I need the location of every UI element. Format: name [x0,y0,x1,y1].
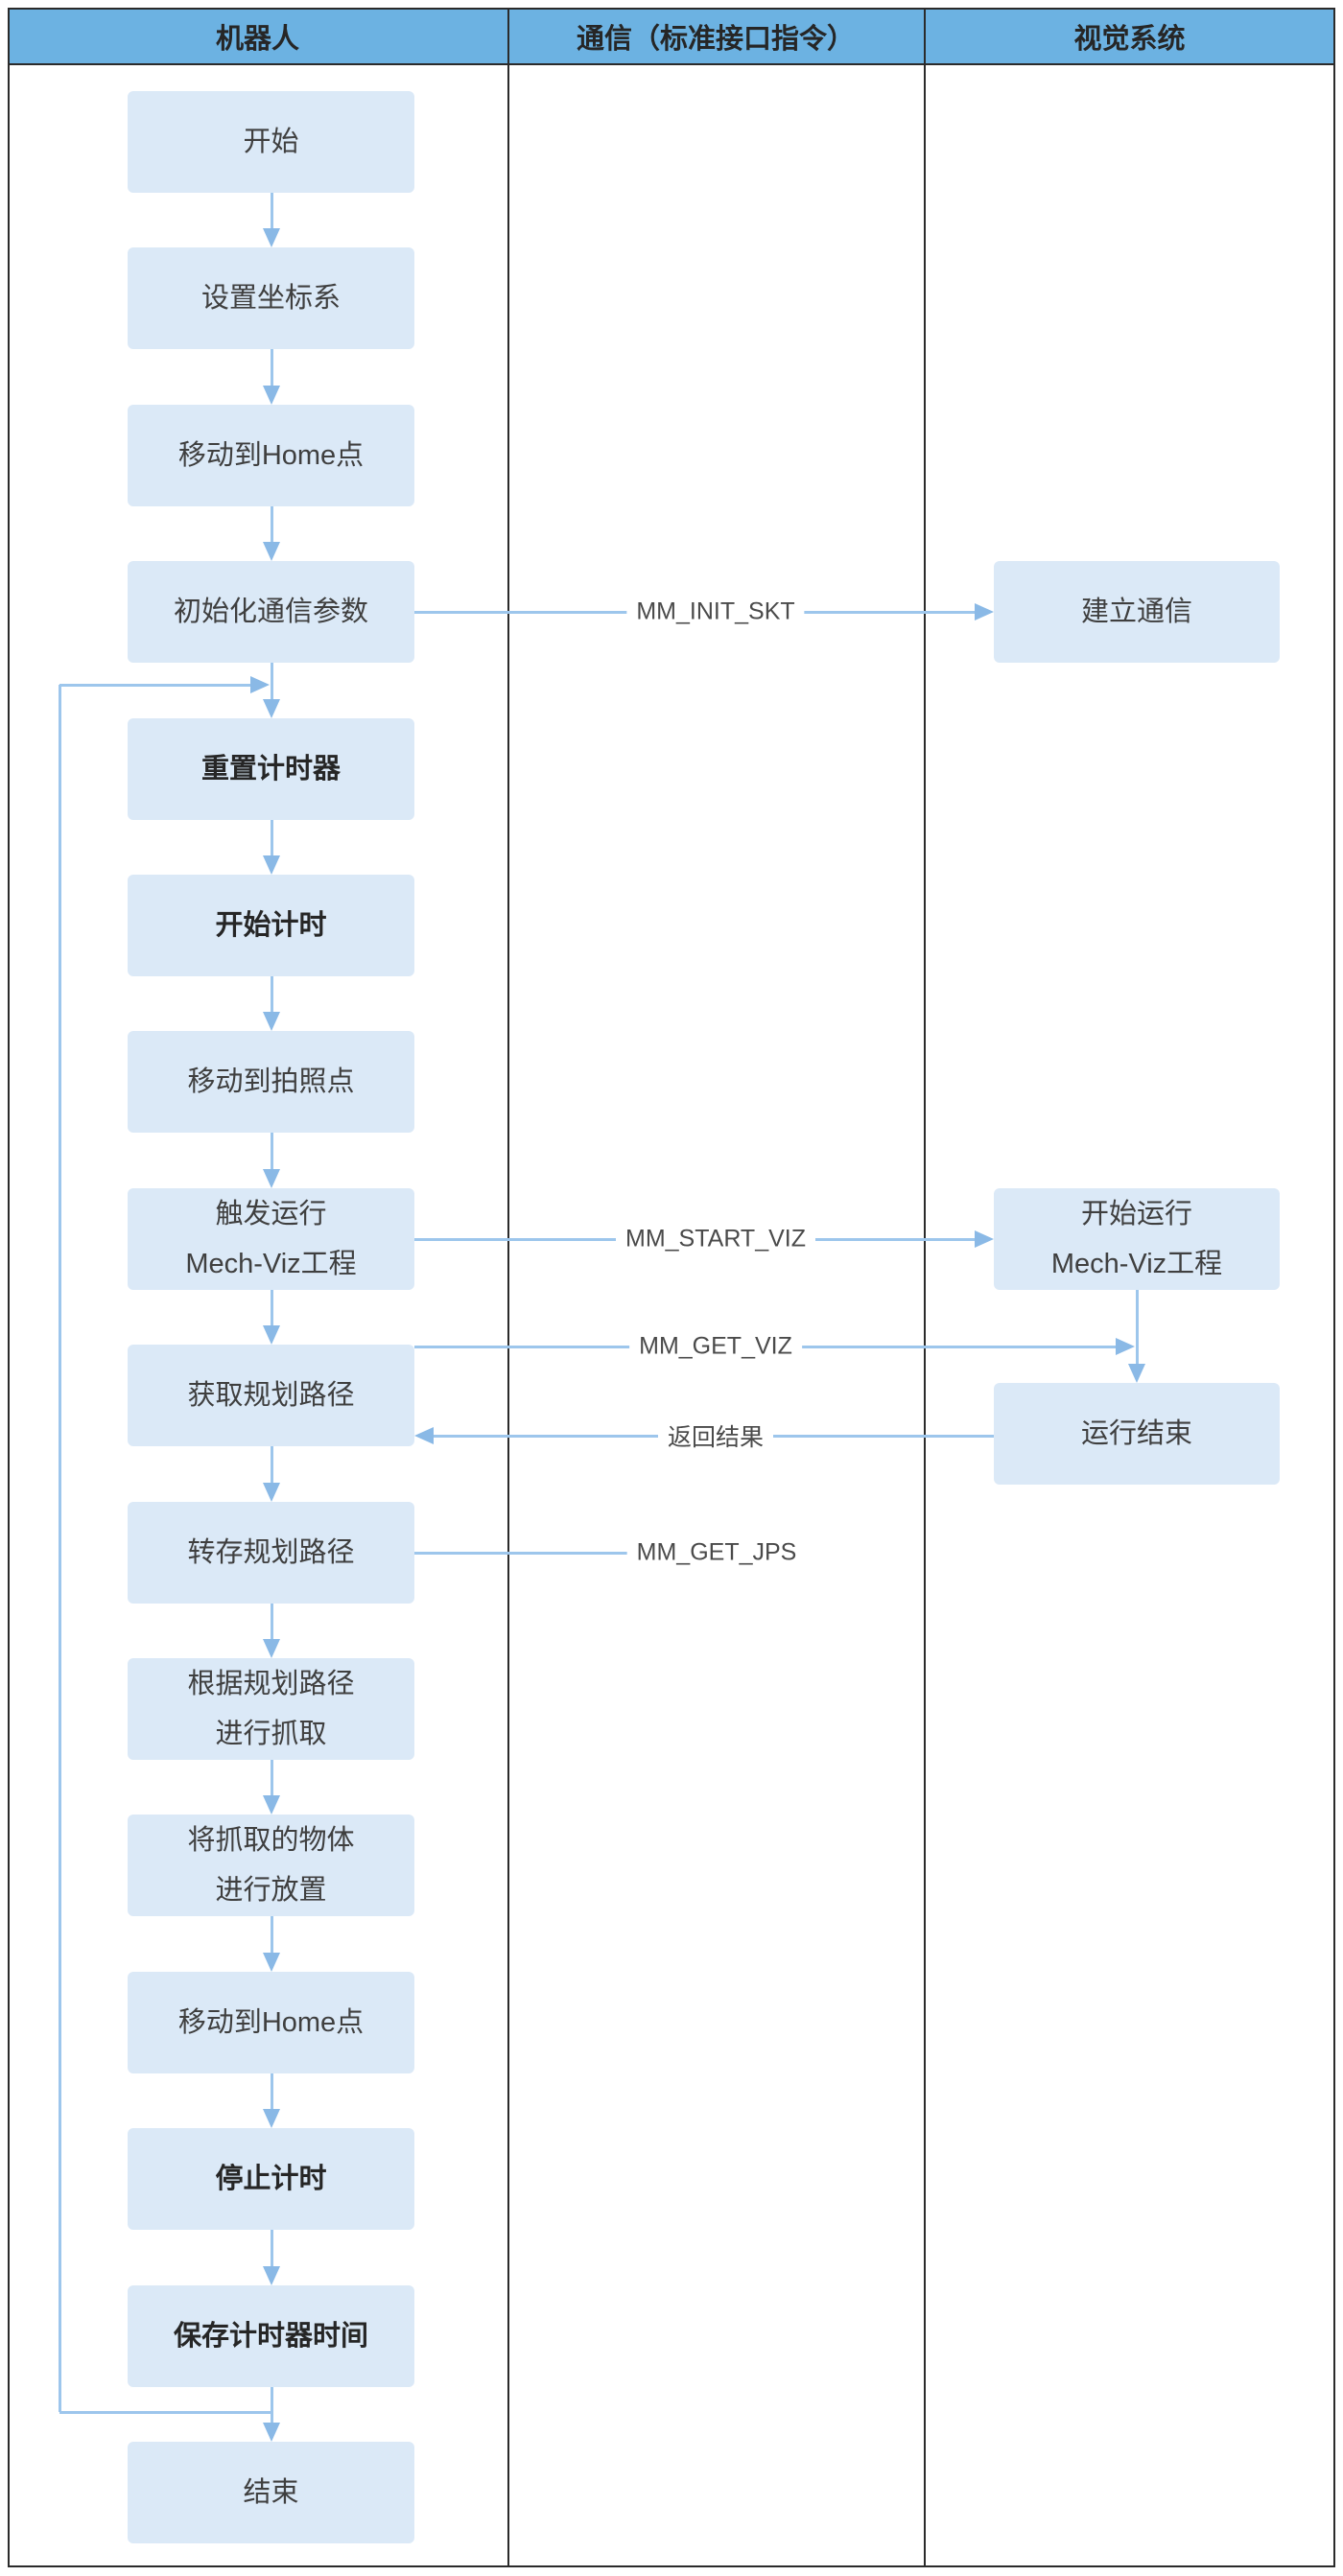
arrowhead-right-icon [250,676,270,693]
arrowhead-down-icon [1128,1364,1145,1383]
flow-line-vertical [270,349,273,387]
loopback-line-top [59,683,250,687]
flow-line-vertical [270,1133,273,1171]
arrowhead-left-icon [414,1427,434,1444]
diagram-outer-border [8,8,1335,2567]
arrowhead-right-icon [975,603,994,621]
flow-line-vertical [270,2387,273,2424]
msg-line-mm-get-jps [414,1551,806,1555]
flow-line-vertical [270,2073,273,2111]
step-move-to-photo-point: 移动到拍照点 [128,1031,414,1133]
step-start-timer: 开始计时 [128,875,414,976]
flow-line-vertical [270,1604,273,1641]
msg-mm-get-jps: MM_GET_JPS [626,1538,807,1567]
vision-run-finished: 运行结束 [994,1383,1280,1485]
arrowhead-down-icon [263,228,280,247]
msg-mm-start-viz: MM_START_VIZ [616,1225,815,1253]
msg-mm-get-viz: MM_GET_VIZ [629,1332,802,1361]
step-init-comm-params: 初始化通信参数 [128,561,414,663]
flow-line-vertical [270,506,273,544]
arrowhead-down-icon [263,542,280,561]
msg-mm-init-skt: MM_INIT_SKT [626,597,805,626]
arrowhead-right-icon [1116,1338,1135,1355]
flow-line-vertical [270,820,273,857]
step-reset-timer: 重置计时器 [128,718,414,820]
flow-line-vertical [1135,1290,1139,1366]
step-place-picked-object: 将抓取的物体 进行放置 [128,1815,414,1916]
arrowhead-down-icon [263,2109,280,2128]
lane-separator-1 [507,8,509,2567]
arrowhead-down-icon [263,1483,280,1502]
arrowhead-right-icon [975,1230,994,1248]
arrowhead-down-icon [263,1953,280,1972]
arrowhead-down-icon [263,386,280,405]
flow-line-vertical [270,663,273,701]
arrowhead-down-icon [263,855,280,875]
step-store-planned-path: 转存规划路径 [128,1502,414,1604]
arrowhead-down-icon [263,699,280,718]
loopback-line-left [58,685,61,2412]
msg-return-result: 返回结果 [657,1418,774,1453]
flow-line-vertical [270,1916,273,1955]
flow-line-vertical [270,1760,273,1797]
arrowhead-down-icon [263,1012,280,1031]
lane-header-communication: 通信（标准接口指令） [507,10,924,65]
flow-line-vertical [270,2230,273,2268]
step-save-timer-time: 保存计时器时间 [128,2285,414,2387]
arrowhead-down-icon [263,1325,280,1345]
vision-start-mech-viz: 开始运行 Mech-Viz工程 [994,1188,1280,1290]
step-end: 结束 [128,2442,414,2543]
flow-line-vertical [270,976,273,1014]
step-stop-timer: 停止计时 [128,2128,414,2230]
arrowhead-down-icon [263,2423,280,2442]
flow-line-vertical [270,1446,273,1485]
arrowhead-down-icon [263,2266,280,2285]
step-start: 开始 [128,91,414,193]
flow-line-vertical [270,193,273,230]
step-trigger-mech-viz: 触发运行 Mech-Viz工程 [128,1188,414,1290]
step-get-planned-path: 获取规划路径 [128,1345,414,1446]
lane-header-robot: 机器人 [8,10,507,65]
step-move-to-home-2: 移动到Home点 [128,1972,414,2073]
arrowhead-down-icon [263,1169,280,1188]
flow-line-vertical [270,1290,273,1327]
step-set-coordinate-system: 设置坐标系 [128,247,414,349]
arrowhead-down-icon [263,1795,280,1815]
lane-separator-2 [924,8,926,2567]
arrowhead-down-icon [263,1639,280,1658]
step-pick-by-planned-path: 根据规划路径 进行抓取 [128,1658,414,1760]
loopback-line-bottom [59,2410,273,2414]
vision-establish-comm: 建立通信 [994,561,1280,663]
lane-header-vision: 视觉系统 [924,10,1335,65]
step-move-to-home: 移动到Home点 [128,405,414,506]
